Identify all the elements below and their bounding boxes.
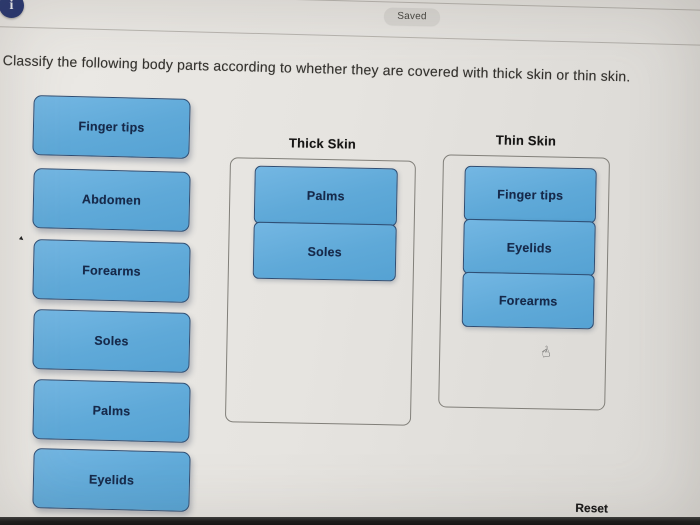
dropped-chip-palms[interactable]: Palms	[253, 165, 398, 227]
info-icon[interactable]: i	[0, 0, 24, 18]
arrow-cursor-icon: ▸	[17, 233, 27, 244]
screen-divider-line	[0, 26, 700, 47]
drag-chip-forearms[interactable]: Forearms	[32, 239, 191, 303]
screen-glare-line	[0, 0, 700, 12]
dropped-chip-finger-tips[interactable]: Finger tips	[463, 165, 597, 224]
dropzone-thick-skin[interactable]: Palms Soles	[224, 157, 416, 426]
drag-chip-palms[interactable]: Palms	[32, 379, 191, 443]
dropped-chip-soles[interactable]: Soles	[252, 221, 397, 282]
drag-chip-finger-tips[interactable]: Finger tips	[32, 95, 191, 159]
info-icon-glyph: i	[9, 0, 14, 13]
drag-chip-abdomen[interactable]: Abdomen	[32, 168, 191, 232]
category-header-thick-skin: Thick Skin	[288, 135, 357, 152]
drag-chip-eyelids[interactable]: Eyelids	[32, 448, 191, 512]
photo-bottom-edge	[0, 517, 700, 525]
drag-chip-soles[interactable]: Soles	[32, 309, 191, 373]
dropped-chip-forearms[interactable]: Forearms	[461, 271, 595, 330]
category-header-thin-skin: Thin Skin	[495, 132, 557, 149]
reset-button[interactable]: Reset	[575, 500, 609, 516]
saved-status-badge: Saved	[383, 7, 441, 26]
dropzone-thin-skin[interactable]: Finger tips Eyelids Forearms	[438, 154, 610, 411]
dropped-chip-eyelids[interactable]: Eyelids	[462, 218, 596, 277]
question-text: Classify the following body parts accord…	[2, 52, 631, 85]
